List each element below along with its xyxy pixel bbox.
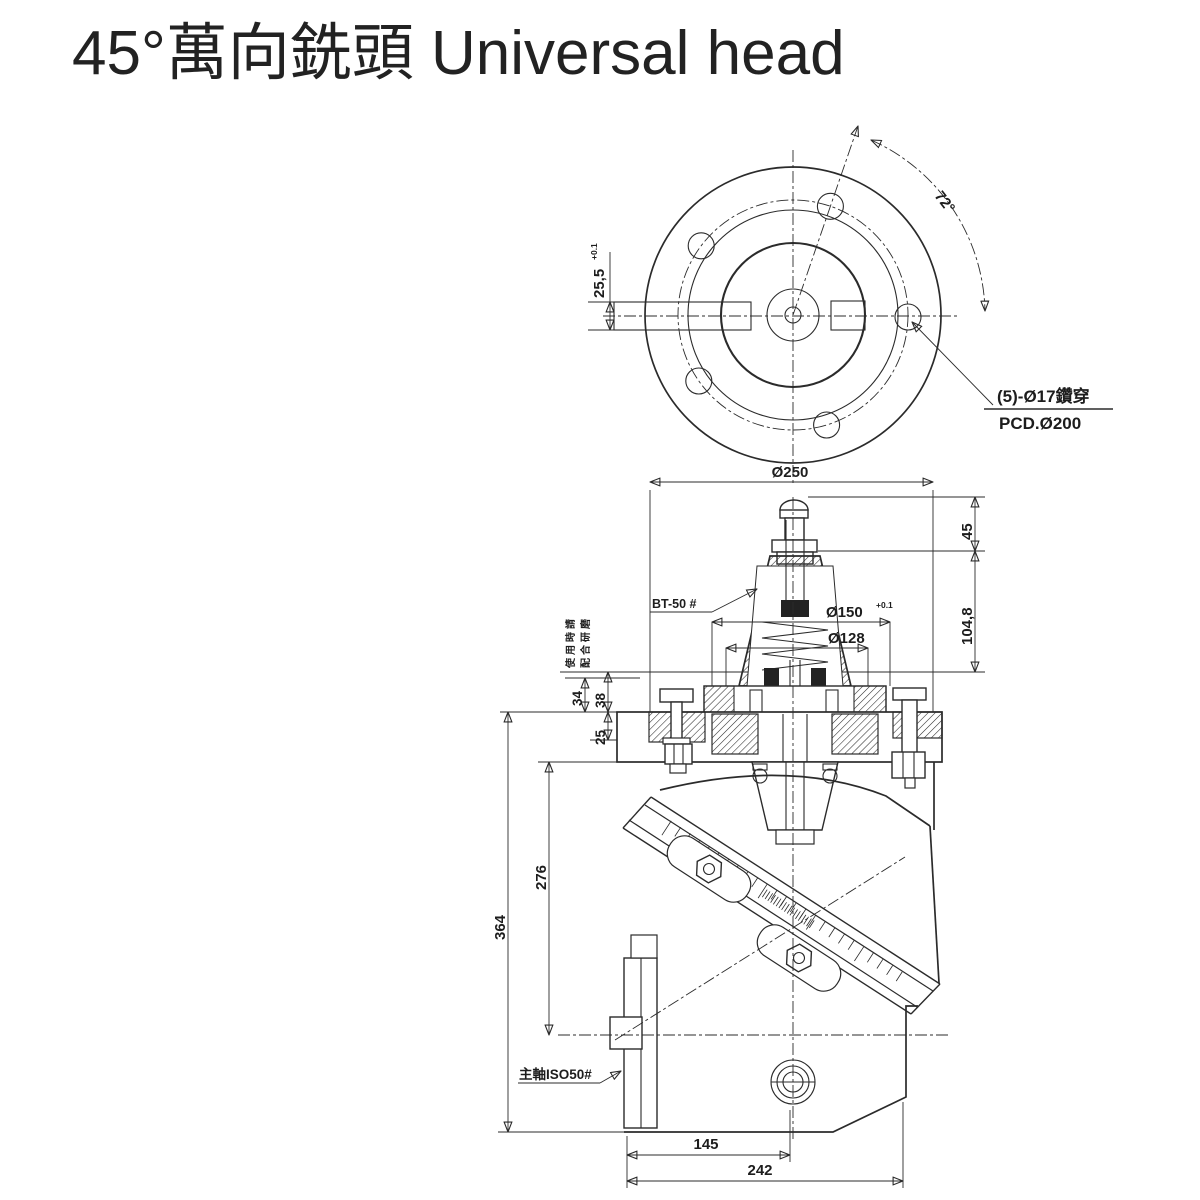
svg-text:使用時請: 使用時請 (564, 616, 577, 669)
dim-72deg-label: 72° (931, 188, 958, 216)
svg-text:Ø128: Ø128 (828, 630, 865, 647)
svg-text:145: 145 (693, 1136, 718, 1153)
dim-104-8: 104,8 (959, 551, 976, 672)
dim-242: 242 (627, 1102, 903, 1188)
top-view-flange: 72° 25,5 +0.1 (5)-Ø17鑽穿 PCD.Ø200 (588, 126, 1113, 483)
dim-25-5: 25,5 +0.1 (588, 243, 616, 330)
svg-text:25: 25 (593, 729, 608, 745)
svg-text:34: 34 (570, 690, 585, 706)
svg-text:BT-50 #: BT-50 # (652, 597, 697, 611)
right-clamp-bolt (891, 687, 927, 789)
svg-text:276: 276 (533, 865, 550, 890)
dim-38: 38 (593, 672, 608, 712)
hole-callout: (5)-Ø17鑽穿 PCD.Ø200 (912, 322, 1113, 433)
key-slot (830, 300, 866, 331)
svg-text:364: 364 (492, 914, 509, 940)
lower-housing (609, 934, 918, 1133)
bolt-hole (813, 411, 841, 439)
taper-callout: BT-50 # (650, 589, 757, 613)
dim-25-5-label: 25,5 (591, 269, 608, 298)
dim-pilot-diameter: Ø128 (726, 630, 868, 686)
svg-text:Ø250: Ø250 (772, 464, 809, 481)
dim-25-5-tolerance: +0.1 (589, 243, 599, 260)
svg-text:配合研磨: 配合研磨 (579, 616, 592, 668)
spindle-boss (703, 685, 887, 715)
pull-stud (771, 499, 818, 565)
dim-34: 34 (570, 678, 585, 712)
dim-25: 25 (593, 712, 608, 745)
fit-note: 使用時請 配合研磨 (564, 616, 592, 669)
dim-flange-diameter: Ø250 (650, 464, 933, 482)
front-view-head: Ø250 45 104,8 BT-50 # Ø150 +0.1 (492, 464, 985, 1188)
svg-text:242: 242 (747, 1162, 772, 1179)
head-body (659, 762, 940, 984)
spindle-nose (751, 761, 839, 845)
drawbar-gripper (781, 600, 809, 617)
bolt-hole (687, 232, 715, 260)
svg-text:主軸ISO50#: 主軸ISO50# (519, 1066, 592, 1082)
svg-text:38: 38 (593, 692, 608, 708)
holes-note: (5)-Ø17鑽穿 (997, 386, 1090, 406)
drive-key (609, 1016, 643, 1050)
bolt-hole-pattern (685, 192, 922, 439)
bolt-hole (816, 192, 844, 220)
svg-text:45: 45 (959, 523, 976, 540)
band-bolt-1 (666, 835, 752, 903)
dim-276: 276 (533, 762, 550, 1035)
pcd-note: PCD.Ø200 (999, 414, 1081, 433)
svg-text:Ø150: Ø150 (826, 604, 863, 621)
spindle-callout: 主軸ISO50# (518, 1066, 621, 1084)
swivel-axis-centerline (614, 856, 906, 1041)
dim-72deg: 72° (792, 126, 985, 316)
svg-text:104,8: 104,8 (959, 607, 976, 645)
dim-45: 45 (959, 497, 976, 551)
svg-text:+0.1: +0.1 (876, 600, 893, 610)
left-clamp-bolt (659, 688, 694, 774)
dim-364: 364 (492, 712, 509, 1132)
page-title: 45°萬向銑頭 Universal head (72, 19, 845, 88)
bolt-hole (685, 367, 713, 395)
dim-boss-diameter: Ø150 +0.1 (712, 600, 893, 686)
